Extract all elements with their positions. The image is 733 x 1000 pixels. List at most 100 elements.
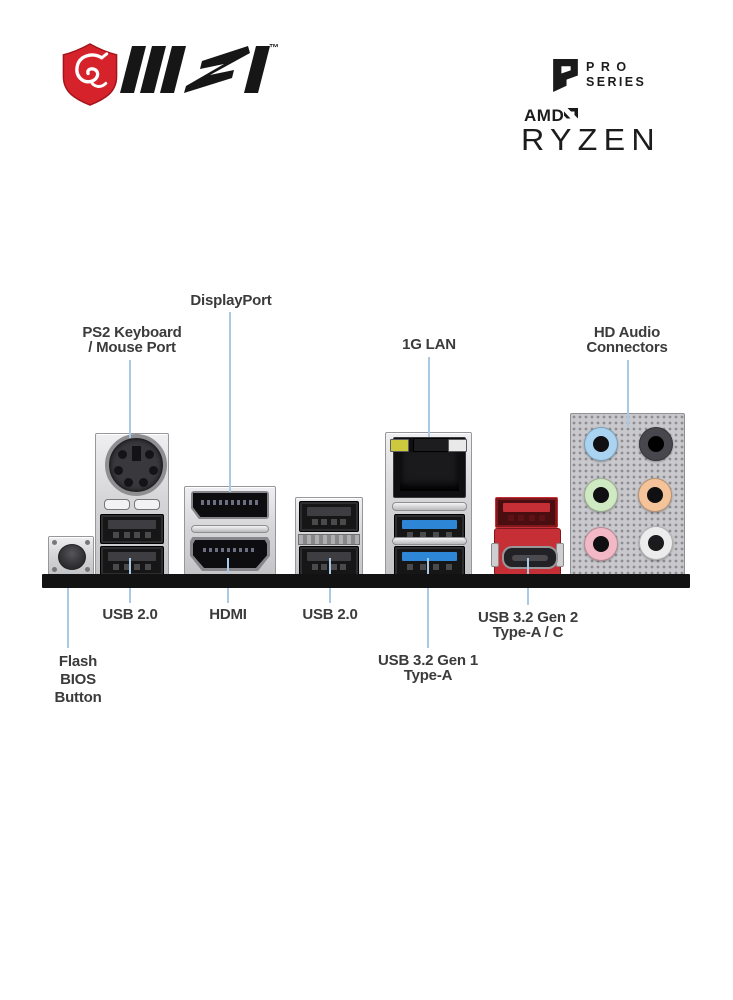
msi-dragon-icon — [75, 52, 109, 88]
amd-arrow-icon — [564, 108, 578, 119]
io-panel-bar — [42, 574, 690, 588]
pro-label: PRO — [586, 60, 633, 74]
ps2-key-notch — [131, 446, 141, 461]
usb-pins — [312, 519, 346, 525]
usb32-gen1-port — [394, 546, 465, 577]
metal-divider — [392, 502, 467, 511]
ps2-pin-hole — [118, 450, 127, 459]
usb-pins — [312, 564, 346, 570]
series-label: SERIES — [586, 75, 647, 89]
label-usb32-gen1: USB 3.2 Gen 1 Type-A — [378, 653, 478, 683]
usb2-port — [100, 514, 164, 544]
vent-slot — [134, 499, 160, 510]
audio-jack-orange — [638, 478, 672, 512]
ps2-pin-hole — [124, 478, 133, 487]
label-usb2-right-text: USB 2.0 — [302, 606, 358, 623]
displayport-cavity — [193, 493, 267, 517]
leader-ps2 — [129, 360, 131, 438]
ps2-port — [105, 434, 167, 496]
audio-jack-hole — [648, 535, 664, 551]
label-hd-audio-line2: Connectors — [586, 339, 668, 356]
label-hd-audio: HD Audio Connectors — [586, 324, 668, 356]
dp-hdmi-block — [184, 486, 276, 579]
leader-displayport — [229, 312, 231, 492]
screw-icon — [85, 567, 90, 572]
usb-pins — [113, 532, 151, 538]
ps2-usb-block — [95, 433, 169, 579]
audio-jack-black — [639, 427, 673, 461]
label-ps2: PS2 Keyboard / Mouse Port — [82, 324, 182, 356]
screw-icon — [85, 540, 90, 545]
audio-jack-hole — [593, 436, 609, 452]
label-hdmi: HDMI — [209, 607, 247, 622]
leader-usb32-gen1 — [427, 558, 429, 648]
usb-tongue — [307, 552, 351, 561]
msi-wordmark — [120, 46, 270, 93]
audio-jack-hole — [647, 487, 663, 503]
lan-cavity — [400, 452, 459, 491]
ps2-pin-hole — [149, 466, 158, 475]
lan-led-right — [448, 439, 467, 452]
msi-wordmark-letters — [120, 46, 270, 93]
usb2-port — [299, 501, 359, 532]
label-usb32-gen1-line2: Type-A — [403, 667, 453, 684]
usb-tongue — [307, 507, 351, 516]
label-flash-bios-line3: Button — [54, 689, 102, 706]
label-usb2-right: USB 2.0 — [302, 607, 357, 622]
label-ps2-line1: PS2 Keyboard — [82, 324, 182, 341]
label-displayport-text: DisplayPort — [190, 292, 272, 309]
leader-hd-audio — [627, 360, 629, 428]
label-lan-text: 1G LAN — [402, 336, 456, 353]
label-usb32-gen2-line1: USB 3.2 Gen 2 — [478, 609, 578, 626]
label-usb2-left-text: USB 2.0 — [102, 606, 158, 623]
hd-audio-block — [570, 413, 685, 576]
msi-shield-shape — [62, 43, 118, 106]
audio-jack-hole — [648, 436, 664, 452]
leader-flash-bios — [67, 572, 69, 648]
flash-bios-button — [48, 536, 94, 576]
label-usb32-gen2: USB 3.2 Gen 2 Type-A / C — [478, 610, 578, 640]
screw-icon — [52, 567, 57, 572]
lan-jack-tab — [412, 438, 449, 452]
usb-pins — [508, 515, 545, 521]
audio-jack-hole — [593, 536, 609, 552]
audio-jack-blue — [584, 427, 618, 461]
audio-jack-white — [639, 526, 673, 560]
ps2-pin-hole — [145, 450, 154, 459]
displayport-pins — [201, 500, 259, 505]
hdmi-pins — [203, 548, 257, 552]
msi-shield-logo — [62, 43, 118, 106]
usb2-port — [100, 546, 164, 576]
amd-label: AMD — [524, 106, 565, 125]
leader-lan — [428, 357, 430, 437]
label-usb32-gen2-line2: Type-A / C — [492, 624, 564, 641]
hdmi-port — [190, 537, 270, 571]
label-flash-bios-line1: Flash — [58, 653, 98, 670]
label-hdmi-text: HDMI — [209, 606, 247, 623]
metal-tab — [491, 543, 499, 567]
label-displayport: DisplayPort — [190, 293, 271, 308]
usb-tongue — [402, 552, 457, 561]
usb-tongue — [108, 552, 156, 561]
label-usb2-left: USB 2.0 — [102, 607, 157, 622]
metal-divider — [392, 537, 467, 545]
label-flash-bios-line2: BIOS — [60, 671, 96, 688]
usb-pins — [407, 532, 452, 538]
audio-jack-hole — [593, 487, 609, 503]
label-hd-audio-line1: HD Audio — [593, 324, 661, 341]
metal-band — [298, 534, 360, 545]
lan-port — [393, 437, 466, 498]
label-flash-bios: Flash BIOS Button — [54, 653, 101, 707]
lan-led-left — [390, 439, 409, 452]
flash-bios-button-cap — [58, 544, 86, 570]
usb32-gen2-typec-port — [501, 546, 558, 569]
ryzen-label: RYZEN — [521, 122, 661, 157]
audio-jack-pink — [584, 527, 618, 561]
usb-pins — [113, 564, 151, 570]
usb-tongue — [402, 520, 457, 529]
label-ps2-line2: / Mouse Port — [88, 339, 176, 356]
usbc-inner-tongue — [511, 554, 548, 561]
audio-jack-green — [584, 478, 618, 512]
metal-divider — [191, 525, 269, 533]
ps2-pin-hole — [114, 466, 123, 475]
